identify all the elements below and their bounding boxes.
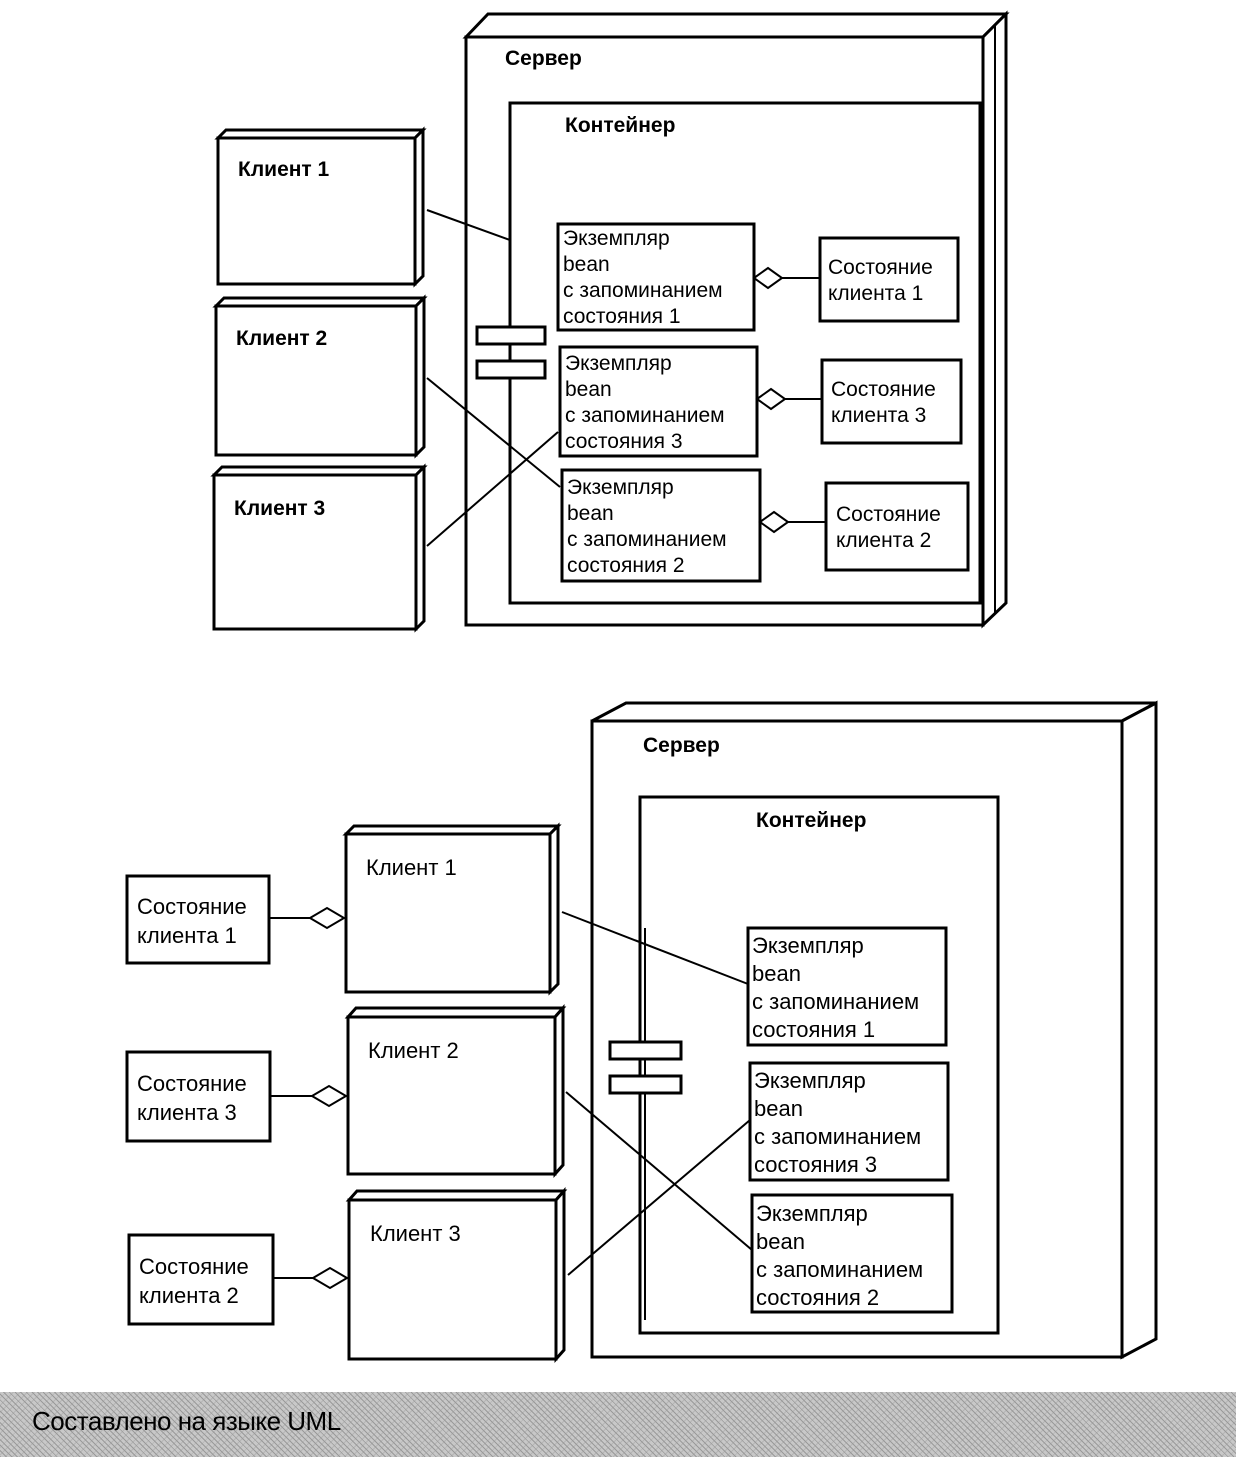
bottom-aggregation-diamond-1 — [308, 906, 346, 930]
bottom-bean-1 — [746, 926, 948, 1047]
bottom-container-title: Контейнер — [756, 809, 866, 832]
top-bean-3 — [560, 468, 762, 583]
bottom-server-title: Сервер — [643, 734, 720, 757]
top-link-client1 — [426, 209, 511, 241]
bottom-state-3-text: Состояние клиента 2 — [139, 1254, 255, 1308]
top-bean-2-text: Экземпляр bean с запоминанием состояния … — [565, 352, 730, 453]
bottom-link-client2-bean2 — [565, 1091, 753, 1251]
top-state-2-text: Состояние клиента 3 — [831, 378, 942, 427]
top-link-client2-bean2 — [426, 377, 561, 488]
bottom-bean-3-text: Экземпляр bean с запоминанием состояния … — [756, 1201, 929, 1310]
bottom-client-3-label: Клиент 3 — [370, 1221, 461, 1246]
top-bean-1 — [556, 222, 756, 332]
top-client-node-2 — [212, 294, 428, 459]
top-state-3 — [824, 481, 970, 572]
bottom-bean-1-text: Экземпляр bean с запоминанием состояния … — [752, 933, 925, 1042]
uml-deployment-diagrams: Сервер Контейнер Клиент 1 Клиент 2 Клиен… — [125, 10, 1158, 1363]
caption-bar: Составлено на языке UML — [0, 1392, 1236, 1457]
bottom-client-2-label: Клиент 2 — [368, 1038, 459, 1063]
bottom-interface-bar-2 — [608, 1074, 683, 1095]
bottom-state-1 — [125, 874, 271, 965]
bottom-state-2 — [125, 1050, 272, 1143]
top-client-2-label: Клиент 2 — [236, 327, 327, 350]
bottom-interface-bar-1 — [608, 1040, 683, 1061]
bottom-client-node-3 — [345, 1187, 568, 1363]
bottom-client-node-1 — [342, 822, 562, 996]
top-state-1-text: Состояние клиента 1 — [828, 256, 939, 305]
bottom-state-1-text: Состояние клиента 1 — [137, 894, 253, 948]
bottom-bean-2 — [748, 1061, 950, 1182]
top-state-3-text: Состояние клиента 2 — [836, 503, 947, 552]
top-interface-bar-2 — [475, 359, 547, 380]
top-state-2 — [820, 358, 963, 445]
caption-text: Составлено на языке UML — [32, 1406, 341, 1436]
top-client-1-label: Клиент 1 — [238, 158, 330, 181]
top-link-client3-bean3 — [426, 431, 559, 547]
bottom-link-client1-bean1 — [561, 911, 749, 985]
bottom-state-3 — [127, 1233, 275, 1326]
top-client-node-3 — [210, 463, 428, 633]
top-interface-bar-1 — [475, 325, 547, 346]
top-bean-2 — [558, 345, 759, 458]
top-state-1 — [818, 236, 960, 323]
bottom-state-2-text: Состояние клиента 3 — [137, 1071, 253, 1125]
bottom-bean-2-text: Экземпляр bean с запоминанием состояния … — [754, 1068, 927, 1177]
top-client-3-label: Клиент 3 — [234, 497, 325, 520]
bottom-client-1-label: Клиент 1 — [366, 855, 457, 880]
top-client-node-1 — [214, 126, 427, 288]
top-bean-1-text: Экземпляр bean с запоминанием состояния … — [563, 227, 728, 328]
top-server-title: Сервер — [505, 47, 582, 70]
bottom-aggregation-diamond-2 — [310, 1084, 348, 1108]
top-container-title: Контейнер — [565, 114, 675, 137]
bottom-client-node-2 — [344, 1004, 567, 1178]
bottom-aggregation-diamond-3 — [311, 1266, 349, 1290]
bottom-link-client3-bean3 — [567, 1119, 751, 1276]
bottom-diagram: Сервер Контейнер Клиент 1 Клиент 2 Клиен… — [125, 700, 1158, 1363]
top-diagram: Сервер Контейнер Клиент 1 Клиент 2 Клиен… — [210, 10, 1010, 633]
top-bean-3-text: Экземпляр bean с запоминанием состояния … — [567, 476, 732, 577]
bottom-bean-3 — [750, 1193, 954, 1314]
